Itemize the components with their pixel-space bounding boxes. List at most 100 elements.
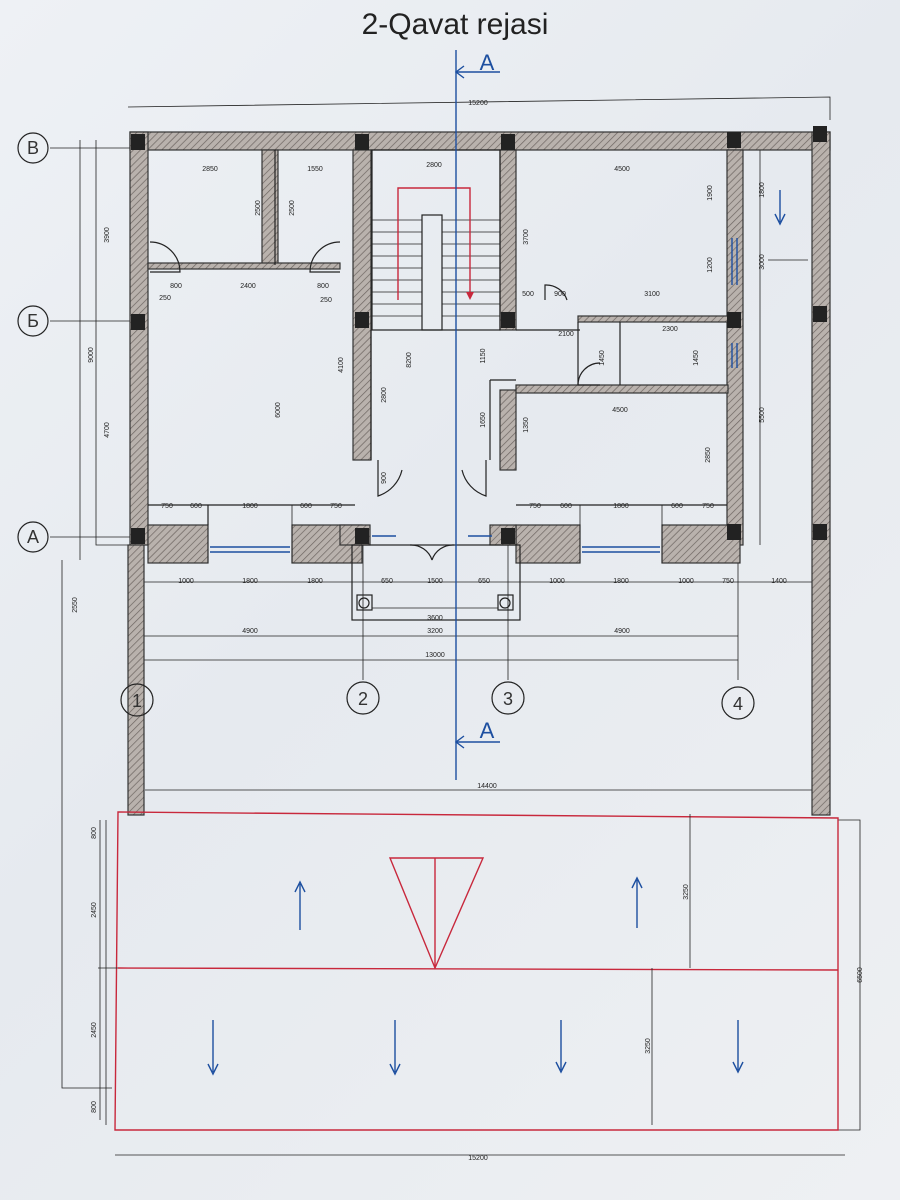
dimension-labels: 15200 15200 14400 13000 4900 4900 3200 3… xyxy=(72,100,864,1162)
dim-1800-right: 1800 xyxy=(759,182,766,198)
dim-5500: 5500 xyxy=(759,407,766,423)
dim-r2-1900: 1900 xyxy=(707,185,714,201)
axis-label-2: 2 xyxy=(358,689,368,709)
wall-west xyxy=(129,131,149,546)
axis-label-b: Б xyxy=(27,311,39,331)
dim-r1-6000: 6000 xyxy=(275,402,282,418)
dimension-frames xyxy=(61,96,861,1156)
dim-roof-width: 14400 xyxy=(477,783,497,790)
axis-label-3: 3 xyxy=(503,689,513,709)
wall-south-3 xyxy=(515,524,581,564)
dim-4900-right: 4900 xyxy=(614,628,630,635)
dim-r1-2850: 2850 xyxy=(202,166,218,173)
wall-axis4 xyxy=(726,149,744,546)
dim-13000: 13000 xyxy=(425,652,445,659)
dim-6500: 6500 xyxy=(857,967,864,983)
dim-b-1800-a: 1800 xyxy=(242,578,258,585)
dim-4900-left: 4900 xyxy=(242,628,258,635)
dim-3600: 3600 xyxy=(427,615,443,622)
dim-b-1000-b: 1000 xyxy=(549,578,565,585)
plan-title: 2-Qavat rejasi xyxy=(362,8,549,41)
dim-top-total: 15200 xyxy=(468,100,488,107)
wall-axis3-upper xyxy=(499,149,517,331)
walls xyxy=(127,131,831,816)
wall-axis3-lower xyxy=(499,389,517,471)
dim-roof-800-a: 800 xyxy=(91,827,98,839)
door-swing-6 xyxy=(461,460,487,497)
section-cut: A A xyxy=(454,50,500,780)
dim-9000: 9000 xyxy=(88,347,95,363)
dim-roof-3250-b: 3250 xyxy=(645,1038,652,1054)
dim-r2-500: 500 xyxy=(522,291,534,298)
dim-w-600-c: 600 xyxy=(560,503,572,510)
dim-r2-4500-top: 4500 xyxy=(614,166,630,173)
dim-roof-2450-b: 2450 xyxy=(91,1022,98,1038)
dim-w-750-b: 750 xyxy=(330,503,342,510)
dim-st-1650: 1650 xyxy=(480,412,487,428)
dim-b-1400: 1400 xyxy=(771,578,787,585)
wall-r2-small xyxy=(577,315,729,323)
door-swing-1 xyxy=(149,241,181,273)
roof-slope-arrows xyxy=(207,190,786,1076)
dim-r1-1550: 1550 xyxy=(307,166,323,173)
dim-b-1800-b: 1800 xyxy=(307,578,323,585)
wall-east xyxy=(811,131,831,816)
dim-w-750-a: 750 xyxy=(161,503,173,510)
dim-w-600-a: 600 xyxy=(190,503,202,510)
dim-r2-3100: 3100 xyxy=(644,291,660,298)
dim-b-1800-c: 1800 xyxy=(613,578,629,585)
axis-lines xyxy=(50,147,739,685)
roof-plan xyxy=(98,190,839,1131)
dim-r2-4500-bot: 4500 xyxy=(612,407,628,414)
interior-lines xyxy=(148,149,727,621)
dim-r2-1200: 1200 xyxy=(707,257,714,273)
dim-r2-1450-b: 1450 xyxy=(693,350,700,366)
dim-r1-800-b: 800 xyxy=(317,283,329,290)
dim-st-2800-b: 2800 xyxy=(381,387,388,403)
dim-r1-250-a: 250 xyxy=(159,295,171,302)
dim-b-1000-c: 1000 xyxy=(678,578,694,585)
dim-b-1000-a: 1000 xyxy=(178,578,194,585)
dim-r1-800-a: 800 xyxy=(170,283,182,290)
dim-w-750-d: 750 xyxy=(702,503,714,510)
dim-r2-2850: 2850 xyxy=(705,447,712,463)
dim-r2-2300: 2300 xyxy=(662,326,678,333)
dim-r2-2100: 2100 xyxy=(558,331,574,338)
axis-label-v: В xyxy=(27,138,39,158)
wall-south-1 xyxy=(147,524,209,564)
dim-w-750-c: 750 xyxy=(529,503,541,510)
dim-st-2800: 2800 xyxy=(426,162,442,169)
dim-r2-1450-a: 1450 xyxy=(599,350,606,366)
dim-r1-2500-b: 2500 xyxy=(289,200,296,216)
axis-label-a: А xyxy=(27,527,39,547)
dim-roof-800-b: 800 xyxy=(91,1101,98,1113)
dim-4700: 4700 xyxy=(104,422,111,438)
dim-b-1500: 1500 xyxy=(427,578,443,585)
axis-label-4: 4 xyxy=(733,694,743,714)
door-swing-5 xyxy=(377,460,403,497)
wall-north xyxy=(129,131,831,151)
dim-roof-2450-a: 2450 xyxy=(91,902,98,918)
wall-west-extension xyxy=(127,544,145,816)
columns xyxy=(131,126,827,544)
dim-st-900: 900 xyxy=(381,472,388,484)
dim-r1-2500-a: 2500 xyxy=(255,200,262,216)
dim-w-1800-a: 1800 xyxy=(242,503,258,510)
door-swing-4 xyxy=(577,362,601,386)
entry-door xyxy=(409,544,455,561)
dim-roof-3250-a: 3250 xyxy=(683,884,690,900)
dim-2550: 2550 xyxy=(72,597,79,613)
dim-3900: 3900 xyxy=(104,227,111,243)
dim-w-1800-b: 1800 xyxy=(613,503,629,510)
section-label-bottom: A xyxy=(480,718,495,743)
dim-3000: 3000 xyxy=(759,254,766,270)
dim-b-650-b: 650 xyxy=(478,578,490,585)
dim-r1-4100: 4100 xyxy=(338,357,345,373)
dim-b-750: 750 xyxy=(722,578,734,585)
dim-3200: 3200 xyxy=(427,628,443,635)
wall-r1-b xyxy=(147,262,341,270)
dim-w-600-d: 600 xyxy=(671,503,683,510)
dim-r2-3700: 3700 xyxy=(523,229,530,245)
